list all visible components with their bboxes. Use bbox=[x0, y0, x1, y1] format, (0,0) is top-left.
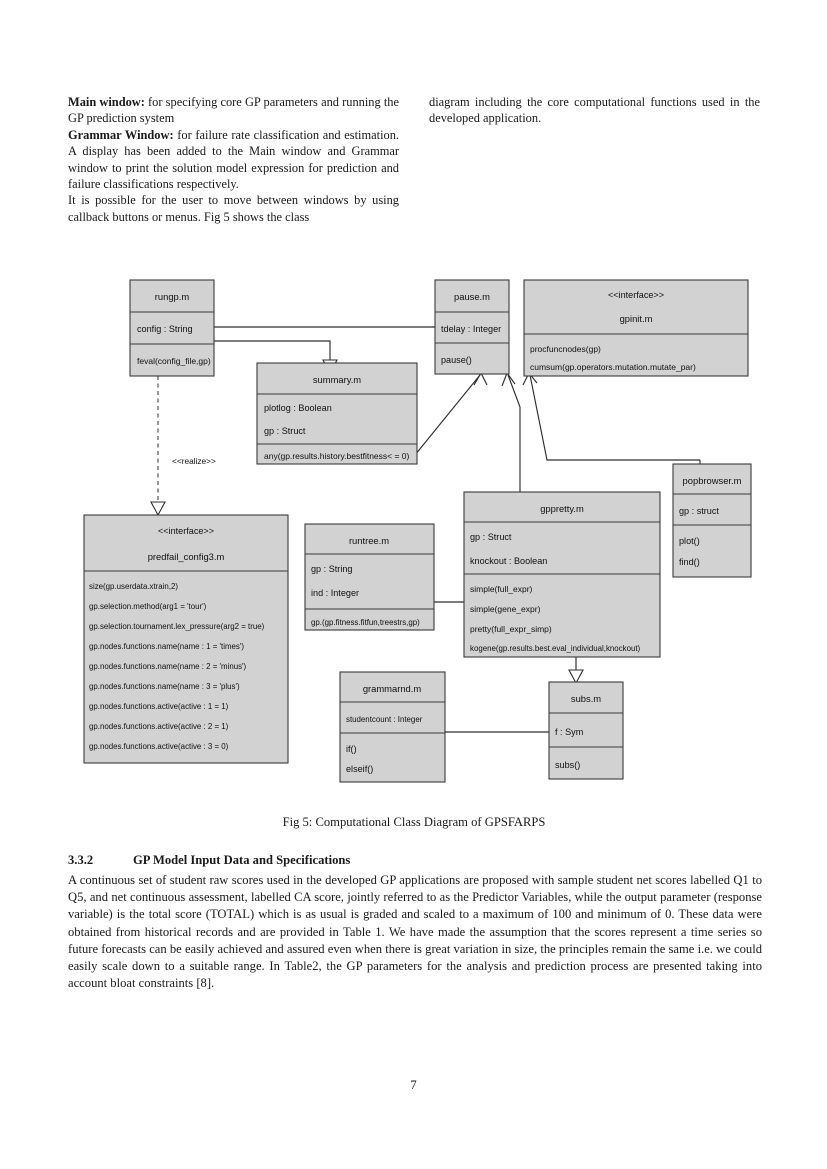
connector-right-branch-to-pause bbox=[529, 374, 700, 461]
class-box-summary[interactable]: summary.m plotlog : Boolean gp : Struct … bbox=[256, 362, 418, 465]
operation-predfail-8: gp.nodes.functions.active(active : 3 = 0… bbox=[89, 742, 229, 751]
attribute-runtree-gp: gp : String bbox=[311, 564, 352, 574]
attribute-popbrowser-gp: gp : struct bbox=[679, 506, 719, 516]
operation-predfail-2: gp.selection.tournament.lex_pressure(arg… bbox=[89, 622, 265, 631]
operation-predfail-4: gp.nodes.functions.name(name : 2 = 'minu… bbox=[89, 662, 247, 671]
operation-popbrowser-find: find() bbox=[679, 557, 700, 567]
arrowhead-summary-to-pause bbox=[473, 371, 488, 386]
main-window-label: Main window: bbox=[68, 95, 145, 109]
class-name-popbrowser: popbrowser.m bbox=[683, 475, 742, 486]
attribute-gppretty-knockout: knockout : Boolean bbox=[470, 556, 547, 566]
arrowhead-gppretty-to-pause bbox=[501, 371, 516, 387]
attribute-grammarnd-studentcount: studentcount : Integer bbox=[346, 715, 423, 724]
arrowhead-realize-predfail bbox=[150, 501, 166, 517]
class-name-predfail: predfail_config3.m bbox=[148, 551, 225, 562]
diagram-text: diagram including the core computational… bbox=[429, 95, 760, 126]
class-name-grammarnd: grammarnd.m bbox=[363, 683, 422, 694]
stereotype-gpinit: <<interface>> bbox=[608, 290, 664, 300]
operation-subs-subs: subs() bbox=[555, 760, 580, 770]
operation-rungp-feval: feval(config_file,gp) bbox=[137, 356, 211, 366]
operation-predfail-6: gp.nodes.functions.active(active : 1 = 1… bbox=[89, 702, 229, 711]
operation-popbrowser-plot: plot() bbox=[679, 536, 700, 546]
operation-predfail-5: gp.nodes.functions.name(name : 3 = 'plus… bbox=[89, 682, 240, 691]
figure-caption: Fig 5: Computational Class Diagram of GP… bbox=[282, 815, 546, 829]
class-name-summary: summary.m bbox=[313, 374, 361, 385]
body-paragraph: A continuous set of student raw scores u… bbox=[68, 873, 762, 991]
operation-gppretty-1: simple(gene_expr) bbox=[470, 604, 541, 614]
class-name-subs: subs.m bbox=[571, 693, 601, 704]
class-name-gpinit: gpinit.m bbox=[620, 313, 653, 324]
class-name-pause: pause.m bbox=[454, 291, 490, 302]
connector-rungp-to-summary bbox=[172, 340, 331, 360]
attribute-runtree-ind: ind : Integer bbox=[311, 588, 359, 598]
realize-stereotype-label: <<realize>> bbox=[172, 456, 216, 466]
operation-predfail-7: gp.nodes.functions.active(active : 2 = 1… bbox=[89, 722, 229, 731]
intro-left-column: Main window: for specifying core GP para… bbox=[68, 94, 399, 225]
class-box-popbrowser[interactable]: popbrowser.m gp : struct plot() find() bbox=[672, 463, 752, 578]
class-box-pause[interactable]: pause.m tdelay : Integer pause() bbox=[434, 279, 510, 375]
operation-summary-any: any(gp.results.history.bestfitness< = 0) bbox=[264, 451, 410, 461]
intro-paragraph-1: Main window: for specifying core GP para… bbox=[68, 94, 399, 127]
section-body: A continuous set of student raw scores u… bbox=[68, 872, 762, 992]
section-heading: 3.3.2 GP Model Input Data and Specificat… bbox=[68, 853, 760, 868]
operation-gppretty-3: kogene(gp.results.best.eval_individual,k… bbox=[470, 644, 641, 653]
attribute-summary-plotlog: plotlog : Boolean bbox=[264, 403, 332, 413]
section-title: GP Model Input Data and Specifications bbox=[133, 853, 351, 867]
operation-runtree-gp: gp.(gp.fitness.fitfun,treestrs,gp) bbox=[311, 618, 420, 627]
intro-columns: Main window: for specifying core GP para… bbox=[68, 94, 760, 225]
operation-gpinit-cumsum: cumsum(gp.operators.mutation.mutate_par) bbox=[530, 362, 696, 372]
attribute-subs-f: f : Sym bbox=[555, 727, 583, 737]
callback-text: It is possible for the user to move betw… bbox=[68, 193, 399, 224]
class-box-subs[interactable]: subs.m f : Sym subs() bbox=[548, 681, 624, 780]
grammar-window-text: for failure rate classification and esti… bbox=[68, 127, 399, 192]
class-box-gpinit[interactable]: <<interface>> gpinit.m procfuncnodes(gp)… bbox=[523, 279, 749, 377]
attribute-summary-gp: gp : Struct bbox=[264, 426, 306, 436]
class-box-gppretty[interactable]: gppretty.m gp : Struct knockout : Boolea… bbox=[463, 491, 661, 658]
operation-predfail-3: gp.nodes.functions.name(name : 1 = 'time… bbox=[89, 642, 244, 651]
operation-predfail-0: size(gp.userdata.xtrain,2) bbox=[89, 582, 178, 591]
class-name-rungp: rungp.m bbox=[155, 291, 190, 302]
stereotype-predfail: <<interface>> bbox=[158, 526, 214, 536]
section-number: 3.3.2 bbox=[68, 853, 94, 867]
operation-pause-pause: pause() bbox=[441, 355, 472, 365]
attribute-pause-tdelay: tdelay : Integer bbox=[441, 324, 501, 334]
intro-paragraph-3: It is possible for the user to move betw… bbox=[68, 192, 399, 225]
arrowhead-gppretty-to-subs bbox=[568, 669, 584, 685]
operation-gpinit-procfuncnodes: procfuncnodes(gp) bbox=[530, 344, 601, 354]
class-box-predfail[interactable]: <<interface>> predfail_config3.m size(gp… bbox=[83, 514, 289, 764]
operation-grammarnd-elseif: elseif() bbox=[346, 764, 373, 774]
operation-gppretty-0: simple(full_expr) bbox=[470, 584, 533, 594]
intro-right-column: diagram including the core computational… bbox=[429, 94, 760, 225]
class-box-grammarnd[interactable]: grammarnd.m studentcount : Integer if() … bbox=[339, 671, 446, 783]
intro-paragraph-4: diagram including the core computational… bbox=[429, 94, 760, 127]
operation-grammarnd-if: if() bbox=[346, 744, 357, 754]
intro-paragraph-2: Grammar Window: for failure rate classif… bbox=[68, 127, 399, 193]
connector-gppretty-to-pause bbox=[507, 374, 521, 502]
page-number: 7 bbox=[410, 1078, 417, 1092]
grammar-window-label: Grammar Window: bbox=[68, 127, 174, 142]
class-box-rungp[interactable]: rungp.m config : String feval(config_fil… bbox=[129, 279, 215, 377]
attribute-rungp-config: config : String bbox=[137, 324, 193, 334]
attribute-gppretty-gp: gp : Struct bbox=[470, 532, 512, 542]
operation-predfail-1: gp.selection.method(arg1 = 'tour') bbox=[89, 602, 207, 611]
uml-class-diagram: <<realize>> bbox=[83, 279, 752, 783]
operation-gppretty-2: pretty(full_expr_simp) bbox=[470, 624, 552, 634]
class-name-runtree: runtree.m bbox=[349, 535, 389, 546]
connector-summary-to-pause bbox=[414, 374, 481, 456]
class-diagram-figure: <<realize>> bbox=[60, 272, 770, 812]
class-box-runtree[interactable]: runtree.m gp : String ind : Integer gp.(… bbox=[304, 523, 435, 631]
class-name-gppretty: gppretty.m bbox=[540, 503, 584, 514]
main-window-text: for specifying core GP parameters and ru… bbox=[68, 95, 400, 126]
